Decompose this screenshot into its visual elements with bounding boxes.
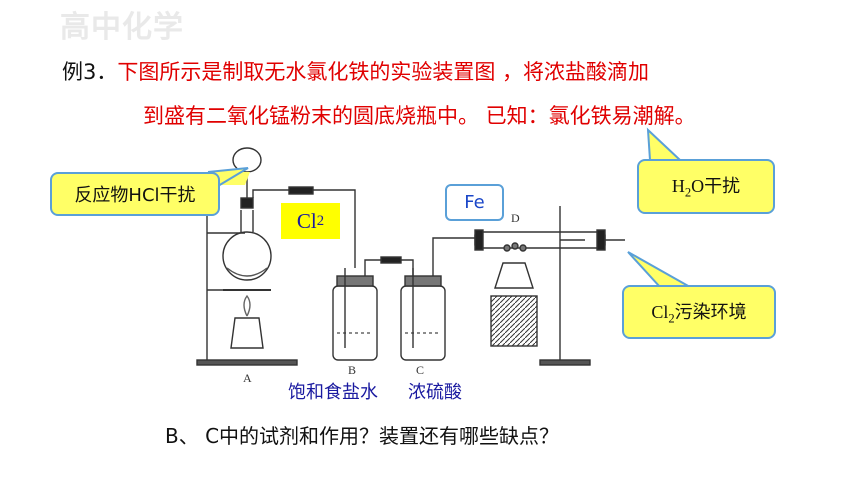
burner-d [494, 262, 534, 289]
problem-prefix: 例3． [62, 60, 118, 84]
letter-b: B [348, 363, 356, 377]
stand-a-base [196, 359, 298, 366]
reagent-c-label: 浓硫酸 [408, 382, 462, 403]
watermark: 高中化学 [60, 10, 184, 45]
letter-d: D [511, 211, 520, 225]
apparatus-diagram: A B C D [196, 147, 625, 384]
callout-hcl-interference: 反应物HCl干扰 [50, 172, 220, 216]
burner-a [230, 317, 264, 349]
round-bottom-flask [222, 231, 272, 281]
support-block [490, 295, 538, 347]
callout-cl2-pollution: Cl2污染环境 [622, 285, 776, 339]
tube-c-d [432, 237, 475, 276]
letter-c: C [416, 363, 424, 377]
problem-line-1: 例3．下图所示是制取无水氯化铁的实验装置图 ，将浓盐酸滴加 [62, 56, 649, 86]
problem-text-line-2: 到盛有二氧化锰粉末的圆底烧瓶中。 已知：氯化铁易潮解。 [143, 104, 696, 128]
problem-text-line-1: 下图所示是制取无水氯化铁的实验装置图 ，将浓盐酸滴加 [117, 60, 650, 84]
callout-h2o-text: H2O干扰 [671, 176, 741, 200]
reagent-b-label: 饱和食盐水 [288, 382, 378, 403]
letter-a: A [243, 371, 252, 384]
callout-hcl-text: 反应物HCl干扰 [74, 185, 196, 206]
fe-label: Fe [445, 184, 504, 221]
callout-h2o-interference: H2O干扰 [637, 159, 775, 214]
question-text: B、 C中的试剂和作用？装置还有哪些缺点？ [165, 424, 560, 448]
callout-cl2-text: Cl2污染环境 [651, 301, 747, 326]
